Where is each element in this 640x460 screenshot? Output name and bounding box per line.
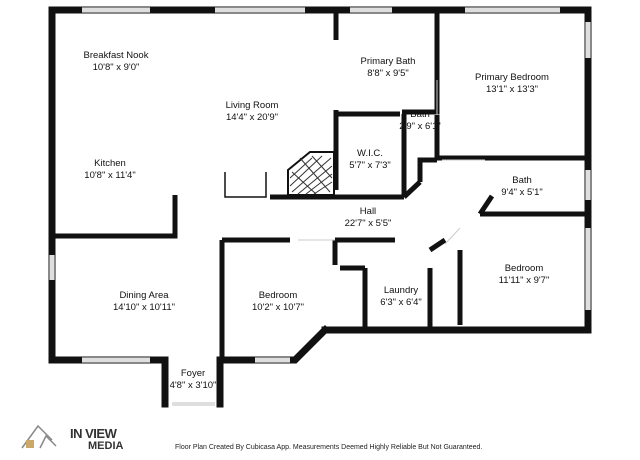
room-label-bedroom-mid: Bedroom 10'2" x 10'7": [252, 290, 304, 314]
room-name: Bedroom: [258, 290, 298, 301]
room-name: Primary Bedroom: [475, 72, 549, 83]
room-label-laundry: Laundry 6'3" x 6'4": [380, 285, 422, 309]
logo: IN VIEW MEDIA: [20, 418, 124, 454]
fireplace: [287, 151, 335, 196]
room-name: Kitchen: [94, 158, 126, 169]
room-dims: 14'10" x 10'11": [113, 302, 175, 313]
room-name: Bath: [512, 175, 532, 186]
logo-subtext: MEDIA: [88, 440, 124, 452]
room-dims: 13'1" x 13'3": [485, 84, 539, 95]
room-label-breakfast-nook: Breakfast Nook 10'8" x 9'0": [84, 50, 149, 74]
room-name: Bath: [410, 109, 430, 120]
room-dims: 22'7" x 5'5": [344, 218, 392, 229]
room-dims: 10'8" x 9'0": [92, 62, 140, 73]
footer-disclaimer: Floor Plan Created By Cubicasa App. Meas…: [175, 444, 483, 451]
logo-text: IN VIEW: [70, 426, 117, 441]
living-nook: [224, 172, 267, 198]
room-name: Bedroom: [504, 263, 544, 274]
room-dims: 5'7" x 7'3": [349, 160, 391, 171]
room-label-kitchen: Kitchen 10'8" x 11'4": [84, 158, 135, 182]
room-dims: 14'4" x 20'9": [225, 112, 279, 123]
room-label-primary-bath: Primary Bath 8'8" x 9'5": [361, 56, 416, 80]
room-name: Foyer: [180, 368, 206, 379]
room-label-bedroom-right: Bedroom 11'11" x 9'7": [499, 263, 550, 287]
room-dims: 4'8" x 3'10": [169, 380, 217, 391]
room-label-dining-area: Dining Area 14'10" x 10'11": [113, 290, 175, 314]
room-name: Primary Bath: [360, 56, 416, 67]
room-label-wic: W.I.C. 5'7" x 7'3": [349, 148, 391, 172]
door-arcs: [298, 80, 485, 245]
room-name: Living Room: [225, 100, 279, 111]
room-label-bath-small: Bath 2'9" x 6'1": [399, 109, 441, 133]
room-dims: 2'9" x 6'1": [399, 121, 441, 132]
room-label-foyer: Foyer 4'8" x 3'10": [170, 368, 217, 392]
room-label-living-room: Living Room 14'4" x 20'9": [226, 100, 279, 124]
room-dims: 10'2" x 10'7": [251, 302, 305, 313]
logo-house-mark: [21, 424, 57, 449]
room-label-primary-bedroom: Primary Bedroom 13'1" x 13'3": [475, 72, 549, 96]
room-name: Dining Area: [119, 290, 169, 301]
room-dims: 8'8" x 9'5": [367, 68, 409, 79]
room-label-hall: Hall 22'7" x 5'5": [345, 206, 392, 230]
room-name: Laundry: [383, 285, 419, 296]
room-name: Breakfast Nook: [83, 50, 149, 61]
room-label-bath-2: Bath 9'4" x 5'1": [501, 175, 543, 199]
window-lines: [50, 8, 590, 406]
room-name: Hall: [359, 206, 377, 217]
room-dims: 10'8" x 11'4": [84, 170, 136, 181]
room-name: W.I.C.: [357, 148, 383, 159]
room-dims: 6'3" x 6'4": [380, 297, 422, 308]
windows: [49, 7, 591, 407]
room-dims: 11'11" x 9'7": [498, 275, 550, 286]
room-dims: 9'4" x 5'1": [501, 187, 543, 198]
